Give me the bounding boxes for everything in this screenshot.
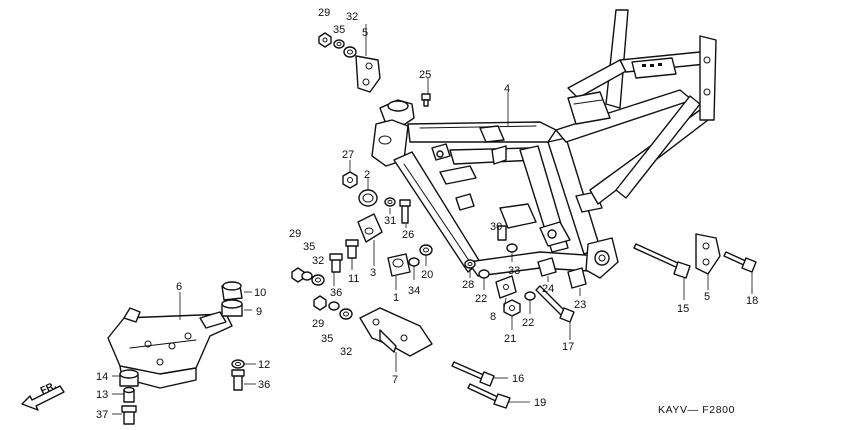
callout-15: 15 xyxy=(677,303,689,315)
callout-3: 3 xyxy=(370,267,376,279)
callout-6: 6 xyxy=(176,281,182,293)
callout-24: 24 xyxy=(542,283,554,295)
callout-2: 2 xyxy=(364,169,370,181)
bolt-25[interactable] xyxy=(421,93,431,107)
callout-7: 7 xyxy=(392,374,398,386)
callout-29-left: 29 xyxy=(289,228,301,240)
callout-8: 8 xyxy=(490,311,496,323)
bolt-37[interactable] xyxy=(121,405,137,425)
callout-35-lower: 35 xyxy=(321,333,333,345)
skid-plate-6[interactable] xyxy=(107,307,233,389)
callout-28: 28 xyxy=(462,279,474,291)
nut-20[interactable] xyxy=(419,244,433,256)
callout-29-lower: 29 xyxy=(312,318,324,330)
washer-35-left[interactable] xyxy=(301,271,313,281)
bolt-16[interactable] xyxy=(451,361,495,387)
nut-21[interactable] xyxy=(503,299,521,317)
washer-34[interactable] xyxy=(408,257,420,267)
bracket-8[interactable] xyxy=(495,275,517,299)
rubber-ring-2[interactable] xyxy=(358,189,378,207)
collar-13[interactable] xyxy=(123,386,135,403)
bolt-36-left[interactable] xyxy=(329,253,343,273)
washer-35-top[interactable] xyxy=(333,39,345,49)
bolt-19[interactable] xyxy=(467,383,511,409)
callout-29-top: 29 xyxy=(318,7,330,19)
washer-22-left[interactable] xyxy=(478,269,490,279)
callout-36-left: 36 xyxy=(330,287,342,299)
washer-22-right[interactable] xyxy=(524,291,536,301)
callout-4: 4 xyxy=(504,83,510,95)
washer-12[interactable] xyxy=(231,359,245,369)
callout-17: 17 xyxy=(562,341,574,353)
bracket-7[interactable] xyxy=(359,307,433,357)
callout-labels: 29 35 32 5 25 4 27 2 31 26 30 29 35 32 1… xyxy=(96,7,758,421)
callout-35-left: 35 xyxy=(303,241,315,253)
bolt-11[interactable] xyxy=(345,239,359,259)
bolt-18[interactable] xyxy=(723,251,757,273)
nut-29-top[interactable] xyxy=(318,32,332,48)
washer-31[interactable] xyxy=(384,197,396,207)
callout-14: 14 xyxy=(96,371,108,383)
bolt-36-skid[interactable] xyxy=(231,369,245,391)
collar-23[interactable] xyxy=(567,267,587,289)
callout-31: 31 xyxy=(384,215,396,227)
callout-32-lower: 32 xyxy=(340,346,352,358)
callout-11: 11 xyxy=(348,273,359,285)
washer-32-top[interactable] xyxy=(343,46,357,58)
callout-35-top: 35 xyxy=(333,24,345,36)
callout-30: 30 xyxy=(490,221,502,233)
callout-19: 19 xyxy=(534,397,546,409)
callout-22-right: 22 xyxy=(522,317,534,329)
front-direction-arrow-icon xyxy=(21,385,65,411)
callout-23: 23 xyxy=(574,299,586,311)
callout-33: 33 xyxy=(508,265,520,277)
rubber-10[interactable] xyxy=(221,281,243,301)
callout-32-top: 32 xyxy=(346,11,358,23)
washer-32-left[interactable] xyxy=(311,274,325,286)
engine-hanger-plate-5-right[interactable] xyxy=(695,233,721,275)
callout-12: 12 xyxy=(258,359,270,371)
bolt-17[interactable] xyxy=(535,285,575,323)
washer-32-lower[interactable] xyxy=(339,308,353,320)
callout-1: 1 xyxy=(393,292,399,304)
washer-33[interactable] xyxy=(506,243,518,253)
bolt-26[interactable] xyxy=(399,199,411,224)
callout-13: 13 xyxy=(96,389,108,401)
callout-22-left: 22 xyxy=(475,293,487,305)
callout-18: 18 xyxy=(746,295,758,307)
nut-27[interactable] xyxy=(342,171,358,189)
callout-20: 20 xyxy=(421,269,433,281)
collar-1[interactable] xyxy=(387,253,411,277)
frame-body-part[interactable] xyxy=(371,9,717,279)
callout-21: 21 xyxy=(504,333,516,345)
callout-5-top: 5 xyxy=(362,27,368,39)
callout-34: 34 xyxy=(408,285,420,297)
collar-3[interactable] xyxy=(357,213,383,243)
collar-24[interactable] xyxy=(537,257,557,277)
callout-26: 26 xyxy=(402,229,414,241)
callout-16: 16 xyxy=(512,373,524,385)
callout-9: 9 xyxy=(256,306,262,318)
callout-32-left: 32 xyxy=(312,255,324,267)
drawing-code: KAYV— F2800 xyxy=(658,404,735,416)
callout-5-right: 5 xyxy=(704,291,710,303)
engine-hanger-plate-5-top[interactable] xyxy=(355,55,381,93)
rubber-14[interactable] xyxy=(119,369,139,387)
callout-27: 27 xyxy=(342,149,354,161)
leader-lines xyxy=(112,24,753,415)
callout-36-skid: 36 xyxy=(258,379,270,391)
washer-28[interactable] xyxy=(464,259,476,269)
rubber-9[interactable] xyxy=(221,299,243,317)
callout-37: 37 xyxy=(96,409,108,421)
nut-29-lower[interactable] xyxy=(313,295,327,311)
callout-10: 10 xyxy=(254,287,266,299)
bolt-15[interactable] xyxy=(633,243,691,279)
callout-25: 25 xyxy=(419,69,431,81)
washer-35-lower[interactable] xyxy=(328,301,340,311)
